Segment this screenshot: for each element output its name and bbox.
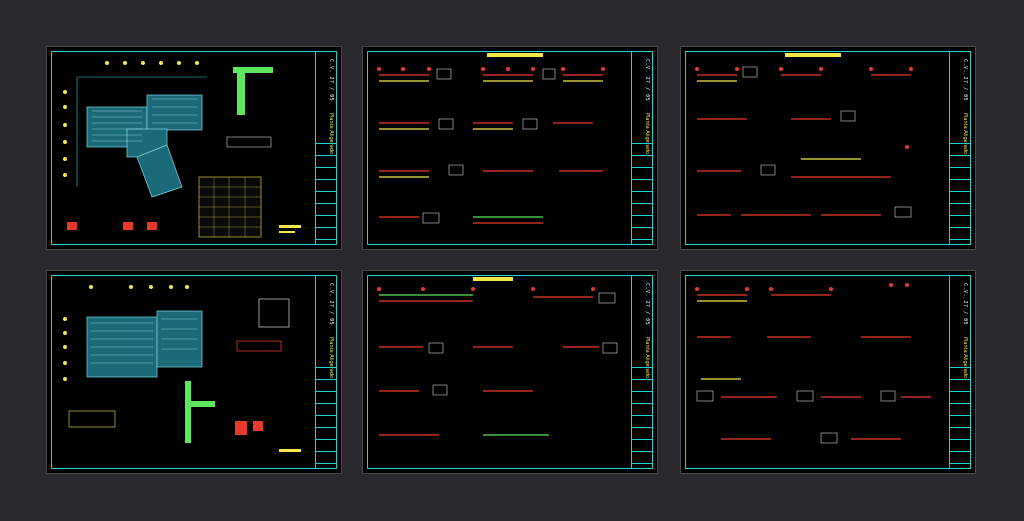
sheet-code: C.V. 27 / 05 [962,283,968,326]
drawing-sheet-2[interactable]: C.V. 27 / 05 Planta Aligerado [362,46,658,250]
sheet-border [51,275,337,469]
title-block: C.V. 27 / 05 Planta Aligerado [949,51,971,245]
sheet-code: C.V. 27 / 05 [644,283,650,326]
drawing-sheet-6[interactable]: C.V. 27 / 05 Planta Aligerado [680,270,976,474]
drawing-sheet-1[interactable]: C.V. 27 / 05 Planta Aligerado [46,46,342,250]
sheet-label: Planta Aligerado [962,113,968,155]
sheet-code: C.V. 27 / 05 [644,59,650,102]
sheet-code: C.V. 27 / 05 [328,59,334,102]
title-block: C.V. 27 / 05 Planta Aligerado [949,275,971,469]
sheet-2-drawing [377,53,605,224]
sheet-border [51,51,337,245]
sheet-border [367,275,653,469]
sheet-border [367,51,653,245]
title-block: C.V. 27 / 05 Planta Aligerado [315,275,337,469]
drawing-sheet-3[interactable]: C.V. 27 / 05 Planta Aligerado [680,46,976,250]
drawing-sheet-5[interactable]: C.V. 27 / 05 Planta Aligerado [362,270,658,474]
sheet-label: Planta Aligerado [328,113,334,155]
sheet-code: C.V. 27 / 05 [328,283,334,326]
sheet-label: Planta Aligerado [962,337,968,379]
sheet-code: C.V. 27 / 05 [962,59,968,102]
sheet-6-drawing [695,283,931,444]
sheet-border [685,51,971,245]
title-block: C.V. 27 / 05 Planta Aligerado [631,275,653,469]
sheet-label: Planta Aligerado [644,337,650,379]
title-block: C.V. 27 / 05 Planta Aligerado [631,51,653,245]
sheet-5-drawing [377,277,618,436]
sheet-label: Planta Aligerado [644,113,650,155]
sheet-label: Planta Aligerado [328,337,334,379]
sheet-3-drawing [695,53,913,218]
drawing-sheet-4[interactable]: C.V. 27 / 05 Planta Aligerado [46,270,342,474]
title-block: C.V. 27 / 05 Planta Aligerado [315,51,337,245]
sheet-4-drawing [63,285,301,452]
sheet-border [685,275,971,469]
sheet-1-drawing [63,61,301,238]
